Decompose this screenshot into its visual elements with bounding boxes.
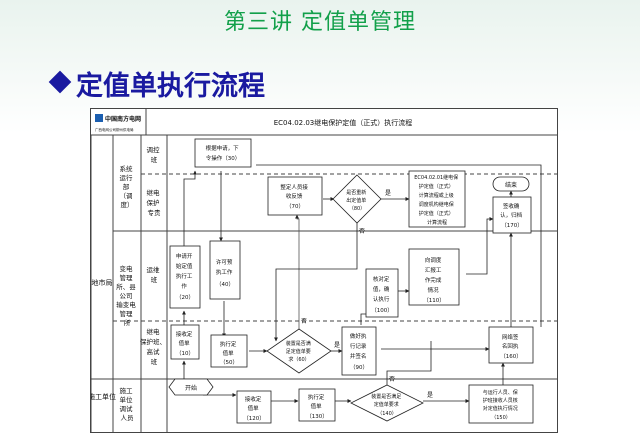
node-10 (170, 324, 200, 360)
node-40 (209, 240, 241, 300)
yes-label-80: 是 (385, 190, 391, 197)
logo-icon (95, 114, 103, 122)
slide-header-title: 第三讲 定值单管理 (224, 10, 416, 35)
node-30 (194, 138, 252, 168)
diagram-title: EC04.02.03继电保护定值（正式）执行流程 (274, 118, 412, 127)
decision-60-text: 装置是否满 足定值单要 求（60） (286, 340, 313, 363)
decision-60 (266, 328, 332, 374)
flowchart-svg: 中国南方电网 广西电网公司柳州供电局 EC04.02.03继电保护定值（正式）执… (91, 109, 557, 432)
node-150 (468, 384, 534, 424)
lane-relay-specialist: 继电 保护 专责 (146, 188, 161, 217)
diagram-header: 中国南方电网 广西电网公司柳州供电局 EC04.02.03继电保护定值（正式）执… (91, 109, 557, 136)
lane-city-label: 地市局 (92, 278, 113, 287)
node-30-text: 根据申请，下 令操作（30） (206, 144, 241, 162)
lane-relay-maint: 继电 保护班、 高试 班 (140, 327, 168, 366)
swimlane-grid (91, 135, 557, 432)
node-70-text: 整定人员接 收反馈 （70） (280, 183, 309, 210)
node-100 (365, 268, 399, 318)
decision-140-text: 装置是否满足 定值单要求 （140） (371, 393, 403, 417)
note-calc-text: EC04.02.01继电保 护定值（正式） 计算流程或上级 调度机构继电保 护定… (414, 174, 460, 226)
node-120 (236, 390, 272, 424)
lane-operation-shift: 运维 班 (146, 265, 161, 284)
no-label-80: 否 (359, 228, 365, 235)
lane-construction-label: 施工单位 (91, 392, 116, 401)
node-20-text: 申请开 始定值 执行工 作 （20） (176, 252, 194, 301)
lane-labels: 地市局 施工单位 系统 运行 部 （调 度） 变电 管理 所、县 公司 输变电 … (91, 145, 168, 422)
node-100-text: 核对定 值，确 认执行 （100） (371, 275, 393, 314)
node-150-text: 与运行人员、保 护班接收人员核 对定值执行情况 （150） (483, 389, 520, 421)
no-label-60: 否 (301, 318, 307, 325)
decision-140 (350, 384, 424, 422)
node-70 (267, 176, 323, 216)
process-nodes (168, 138, 534, 424)
lane-construction-group: 施工 单位 调试 人员 (119, 386, 134, 422)
node-110 (408, 248, 460, 306)
node-130-text: 执行定 值单 （130） (306, 393, 328, 420)
lane-substation-group: 变电 管理 所、县 公司 输变电 管理 所 (116, 264, 138, 327)
node-130 (298, 388, 336, 422)
node-170 (492, 196, 532, 234)
yes-label-140: 是 (427, 392, 433, 399)
start-text: 开始 (185, 384, 197, 392)
node-90-text: 做好执 行记录 并签名 （90） (350, 332, 368, 371)
decision-80-text: 是否重新 出定值单 （80） (346, 189, 368, 212)
flowchart-diagram: 中国南方电网 广西电网公司柳州供电局 EC04.02.03继电保护定值（正式）执… (90, 108, 558, 433)
node-50 (210, 334, 248, 368)
node-labels: 根据申请，下 令操作（30） 整定人员接 收反馈 （70） 是否重新 出定值单 … (176, 144, 524, 422)
node-40-text: 许可预 执工作 （40） (216, 258, 234, 288)
slide-subtitle: 定值单执行流程 (76, 71, 265, 102)
logo-line1: 中国南方电网 (105, 115, 141, 123)
end-terminal (492, 176, 530, 192)
logo-line2: 广西电网公司柳州供电局 (95, 127, 134, 132)
yes-label-60: 是 (334, 342, 340, 349)
node-160-text: 网络签 名回执 （160） (500, 333, 522, 360)
lane-dispatch-shift: 调控 班 (146, 145, 161, 164)
node-170-text: 签收确 认，归档 （170） (500, 202, 524, 229)
decision-80 (332, 174, 382, 224)
lane-dispatch-group: 系统 运行 部 （调 度） (119, 164, 134, 209)
node-90 (341, 326, 377, 376)
node-110-text: 向调度 汇报工 作完成 情况 （110） (423, 256, 445, 304)
node-160 (488, 326, 534, 364)
branch-labels: 是 否 是 否 是 否 (301, 190, 433, 399)
note-calc-process (408, 170, 466, 228)
end-text: 结束 (505, 181, 517, 189)
start-terminal (168, 378, 214, 396)
no-label-140: 否 (389, 376, 395, 383)
node-20 (169, 245, 201, 309)
node-120-text: 接收定 值单 （120） (243, 395, 265, 422)
node-50-text: 执行定 值单 （50） (220, 340, 238, 366)
node-10-text: 接收定 值单 （10） (176, 330, 194, 357)
